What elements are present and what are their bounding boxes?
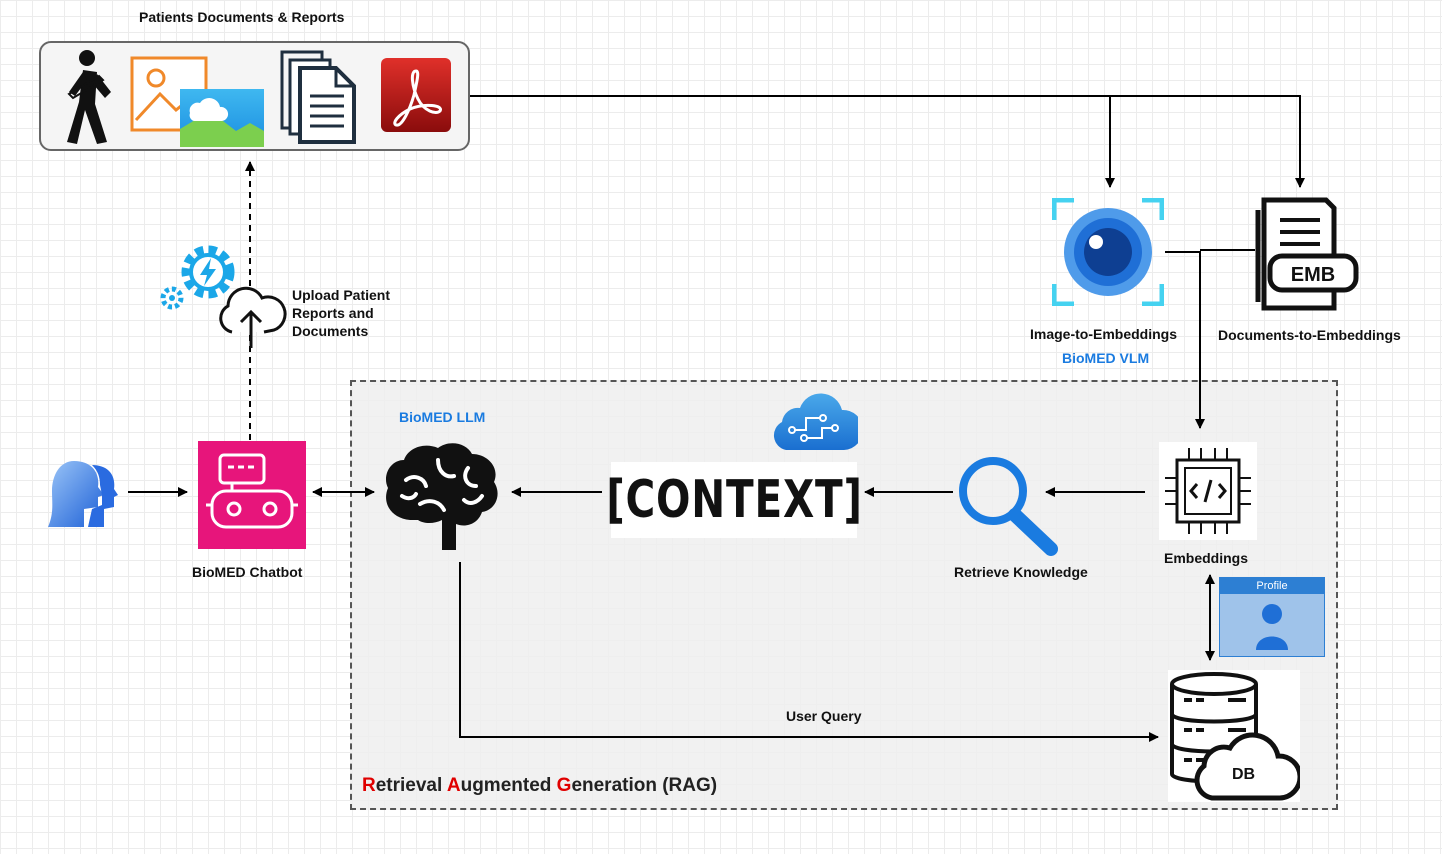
documents-icon <box>280 50 356 144</box>
cloud-image-icon <box>180 89 264 147</box>
cloud-icon <box>1194 732 1300 801</box>
upload-label-line2: Reports and <box>292 305 374 321</box>
edge-docs-to-doc-embed <box>1110 95 1305 188</box>
brain-icon <box>385 443 498 550</box>
cloud-upload-icon <box>219 286 287 348</box>
context-label: [CONTEXT] <box>605 470 863 530</box>
upload-label-line1: Upload Patient <box>292 287 391 303</box>
eye-lens-icon <box>1052 198 1164 306</box>
profile-card: Profile <box>1219 577 1325 657</box>
rag-title-r: R <box>362 775 376 796</box>
edge-user-query <box>459 562 1159 742</box>
search-icon <box>959 457 1058 556</box>
upload-label-line3: Documents <box>292 323 369 339</box>
rag-title-part2: etrieval <box>375 775 447 796</box>
rag-title-part6: eneration (RAG) <box>571 775 718 796</box>
walking-patient-icon <box>67 50 111 144</box>
user-query-label: User Query <box>786 708 862 724</box>
profile-user-icon <box>1256 604 1288 650</box>
gear-bolt-icon <box>160 245 235 310</box>
rag-title-g: G <box>556 775 572 796</box>
emb-document-icon: EMB <box>1255 197 1359 311</box>
edge-image-embed-out <box>1165 251 1205 429</box>
cloud-network-icon <box>773 393 858 450</box>
docs-group-title: Patients Documents & Reports <box>139 9 345 25</box>
context-box: [CONTEXT] <box>606 462 862 538</box>
rag-title: Retrieval Augmented Generation (RAG) <box>362 775 717 797</box>
user-heads-icon <box>48 461 118 527</box>
image-embed-sublabel: BioMED VLM <box>1062 350 1150 366</box>
rag-title-a: A <box>446 775 461 796</box>
pdf-icon <box>381 58 451 132</box>
emb-icon-text: EMB <box>1291 264 1335 286</box>
chatbot-label: BioMED Chatbot <box>192 564 303 580</box>
embeddings-label: Embeddings <box>1164 550 1249 566</box>
llm-label: BioMED LLM <box>399 409 486 425</box>
chatbot-icon <box>206 453 298 529</box>
chip-code-icon <box>1159 442 1257 540</box>
retrieve-label: Retrieve Knowledge <box>954 564 1088 580</box>
db-label: DB <box>1232 766 1256 783</box>
doc-embed-label: Documents-to-Embeddings <box>1218 327 1401 343</box>
rag-title-part4: ugmented <box>460 775 557 796</box>
edge-docs-to-image-embed <box>470 95 1115 188</box>
profile-title: Profile <box>1220 578 1324 594</box>
image-embed-label: Image-to-Embeddings <box>1030 326 1178 342</box>
